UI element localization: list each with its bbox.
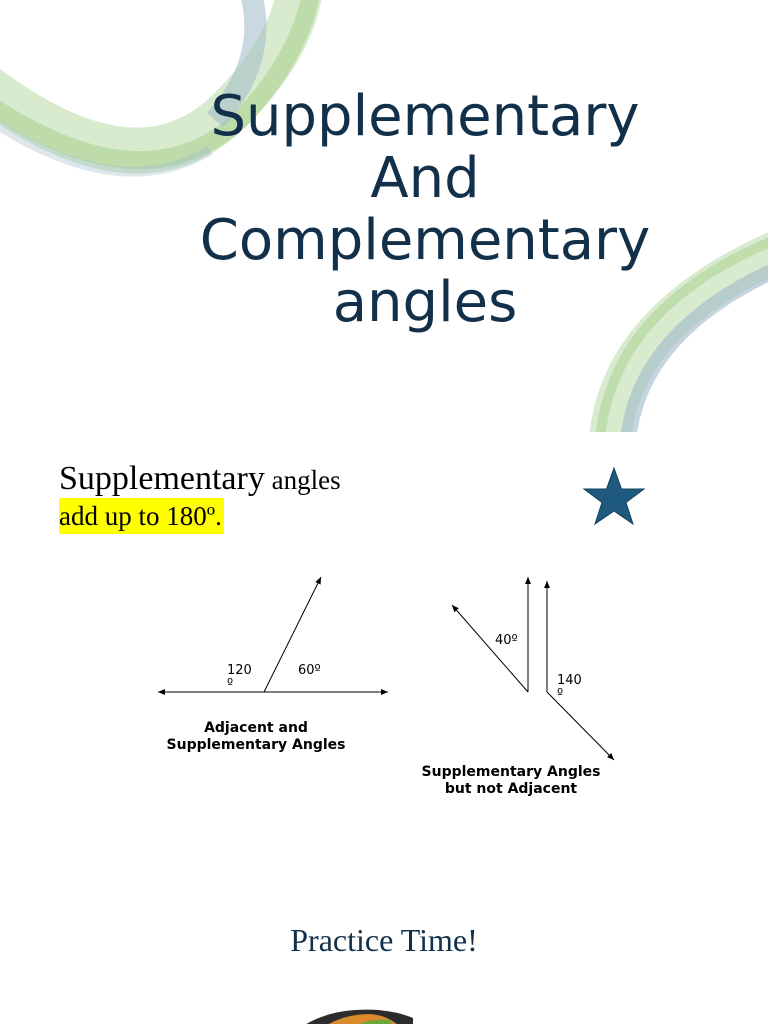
caption-non-adjacent-line-2: but not Adjacent xyxy=(444,781,578,797)
angle-140-label: 140 º xyxy=(557,674,582,702)
angle-120-degree: º xyxy=(227,677,234,692)
caption-adjacent-line-1: Adjacent and xyxy=(204,720,308,736)
angle-40-label: 40º xyxy=(495,633,518,648)
angle-140-degree: º xyxy=(557,687,564,702)
angle-120-value: 120 xyxy=(227,663,252,678)
star-icon xyxy=(582,466,646,526)
character-image-icon xyxy=(306,1009,413,1024)
highlighted-definition: add up to 180º. xyxy=(59,498,224,534)
ray-b-diagonal xyxy=(546,691,615,761)
caption-adjacent: Adjacent and Supplementary Angles xyxy=(150,720,362,754)
slide-title: Supplementary And Complementary angles xyxy=(160,86,690,334)
ribbon-decoration-icon xyxy=(0,0,768,432)
title-line-2: And xyxy=(370,146,480,211)
angle-60-label: 60º xyxy=(298,663,321,678)
angle-diagrams xyxy=(158,576,615,761)
section-heading: Supplementary angles xyxy=(59,460,341,498)
ray-up xyxy=(263,576,322,693)
heading-rest: angles xyxy=(264,465,341,495)
title-line-1: Supplementary xyxy=(210,84,640,149)
heading-word: Supplementary xyxy=(59,460,265,497)
caption-non-adjacent-line-1: Supplementary Angles xyxy=(421,764,601,780)
practice-heading: Practice Time! xyxy=(290,922,478,958)
title-line-4: angles xyxy=(332,270,518,335)
angle-140-value: 140 xyxy=(557,673,582,688)
caption-non-adjacent: Supplementary Angles but not Adjacent xyxy=(400,764,622,798)
supplementary-slide: Supplementary angles add up to 180º. 120… xyxy=(0,432,768,1024)
caption-adjacent-line-2: Supplementary Angles xyxy=(166,737,346,753)
title-line-3: Complementary xyxy=(199,208,651,273)
ray-a-diagonal xyxy=(451,604,529,693)
angle-120-label: 120 º xyxy=(227,664,252,692)
figure-adjacent xyxy=(158,576,388,695)
figure-non-adjacent xyxy=(451,577,615,761)
title-slide: Supplementary And Complementary angles xyxy=(0,0,768,432)
